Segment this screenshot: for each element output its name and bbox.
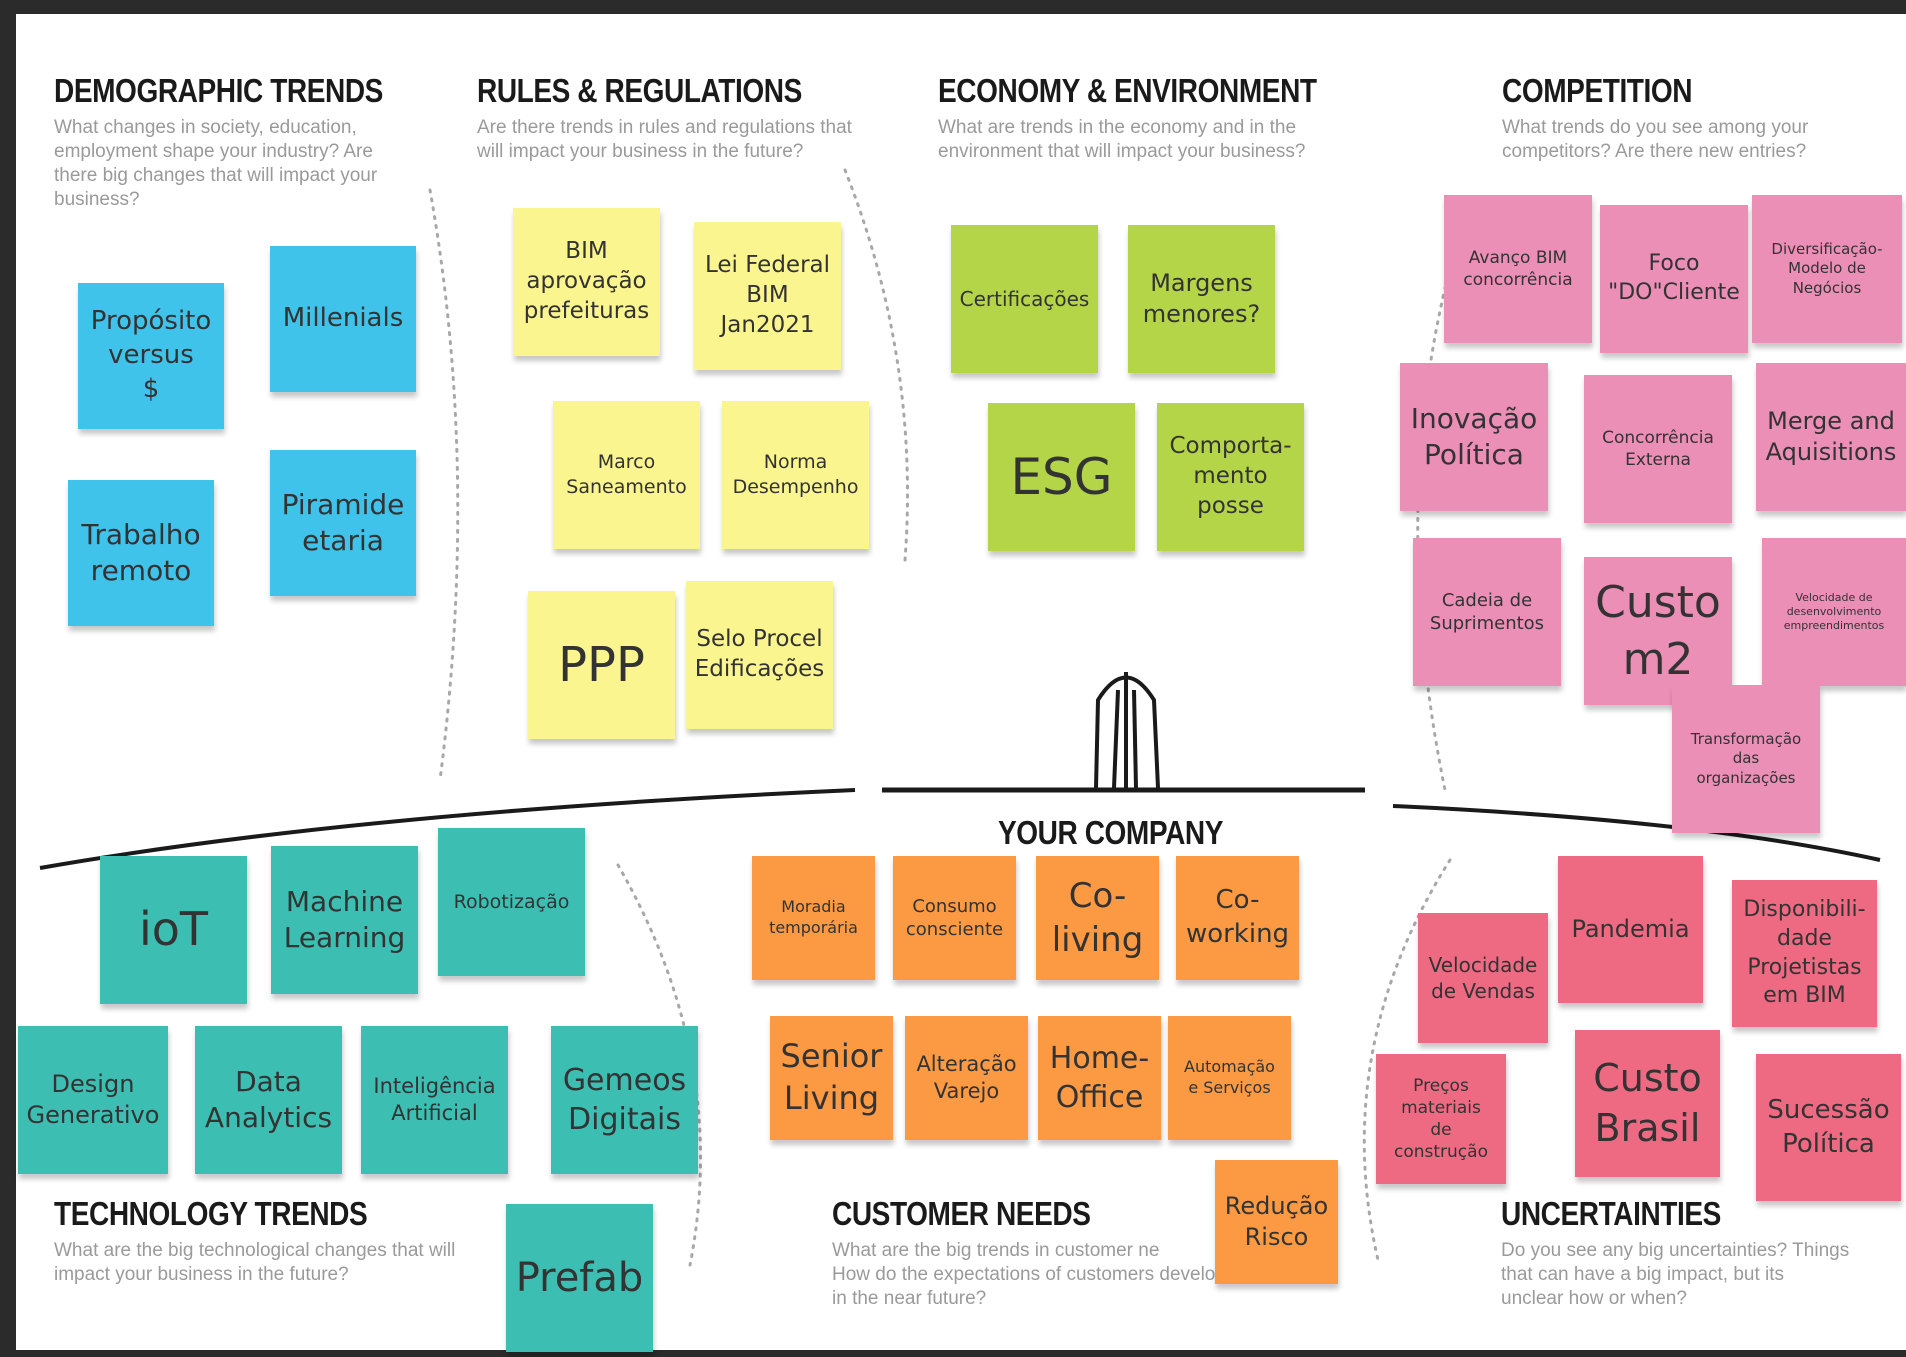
section-desc-economy: What are trends in the economy and in th… (938, 117, 1306, 162)
sticky-note[interactable]: Redução Risco (1215, 1160, 1338, 1284)
sticky-note[interactable]: Concorrência Externa (1584, 375, 1732, 523)
sticky-note[interactable]: Avanço BIM concorrência (1444, 195, 1592, 343)
sticky-note[interactable]: Gemeos Digitais (551, 1026, 698, 1174)
sticky-note[interactable]: Trabalho remoto (68, 480, 214, 626)
sticky-note[interactable]: Marco Saneamento (553, 401, 700, 549)
section-desc-customer: What are the big trends in customer ne H… (832, 1240, 1226, 1309)
sticky-note[interactable]: Home- Office (1038, 1016, 1161, 1140)
sticky-note[interactable]: Inovação Política (1400, 363, 1548, 511)
sticky-note[interactable]: Lei Federal BIM Jan2021 (694, 222, 841, 370)
frame-border-top (0, 0, 1906, 14)
horizon-line-right (1392, 804, 1881, 862)
section-desc-technology: What are the big technological changes t… (54, 1240, 456, 1285)
section-desc-rules: Are there trends in rules and regulation… (477, 117, 852, 162)
section-title-competition: COMPETITION (1502, 72, 1693, 109)
sticky-note[interactable]: Automação e Serviços (1168, 1016, 1291, 1140)
sticky-note[interactable]: Prefab (506, 1204, 653, 1352)
sticky-note[interactable]: Margens menores? (1128, 225, 1275, 373)
sticky-note[interactable]: PPP (528, 591, 675, 739)
sticky-note[interactable]: Cadeia de Suprimentos (1413, 538, 1561, 686)
sticky-note[interactable]: Diversificação- Modelo de Negócios (1752, 195, 1902, 343)
sticky-note[interactable]: Disponibili- dade Projetistas em BIM (1732, 880, 1877, 1027)
sticky-note[interactable]: Sucessão Política (1756, 1054, 1901, 1201)
sticky-note[interactable]: Co- working (1176, 856, 1299, 980)
sticky-note[interactable]: Preços materiais de construção (1376, 1054, 1506, 1184)
sticky-note[interactable]: Pandemia (1558, 856, 1703, 1003)
section-title-demographic: DEMOGRAPHIC TRENDS (54, 72, 383, 109)
sticky-note[interactable]: Design Generativo (18, 1026, 168, 1174)
sticky-note[interactable]: Machine Learning (271, 846, 418, 994)
sticky-note[interactable]: ioT (100, 856, 247, 1004)
sticky-note[interactable]: Velocidade de desenvolvimento empreendim… (1762, 538, 1906, 686)
section-title-company: YOUR COMPANY (998, 814, 1224, 851)
sticky-note[interactable]: Merge and Aquisitions (1756, 363, 1906, 511)
section-title-technology: TECHNOLOGY TRENDS (54, 1195, 368, 1232)
sticky-note[interactable]: Inteligência Artificial (361, 1026, 508, 1174)
sticky-note[interactable]: Transformação das organizações (1672, 685, 1820, 833)
section-desc-uncertainties: Do you see any big uncertainties? Things… (1501, 1240, 1850, 1309)
horizon-line-left (39, 788, 856, 870)
sticky-note[interactable]: Certificações (951, 225, 1098, 373)
sticky-note[interactable]: Custo Brasil (1575, 1030, 1720, 1177)
section-title-customer: CUSTOMER NEEDS (832, 1195, 1091, 1232)
sticky-note[interactable]: Comporta- mento posse (1157, 403, 1304, 551)
sticky-note[interactable]: Foco "DO"Cliente (1600, 205, 1748, 353)
sticky-note[interactable]: Moradia temporária (752, 856, 875, 980)
sticky-note[interactable]: Alteração Varejo (905, 1016, 1028, 1140)
section-title-economy: ECONOMY & ENVIRONMENT (938, 72, 1317, 109)
section-title-rules: RULES & REGULATIONS (477, 72, 802, 109)
company-tower-icon (1094, 672, 1160, 789)
sticky-note[interactable]: Senior Living (770, 1016, 893, 1140)
sticky-note[interactable]: Robotização (438, 828, 585, 976)
sticky-note[interactable]: BIM aprovação prefeituras (513, 208, 660, 356)
frame-border-left (0, 0, 16, 1357)
sticky-note[interactable]: Data Analytics (195, 1026, 342, 1174)
frame-border-bottom (0, 1350, 1906, 1357)
sticky-note[interactable]: Custo m2 (1584, 557, 1732, 705)
section-desc-demographic: What changes in society, education, empl… (54, 117, 378, 210)
section-title-uncertainties: UNCERTAINTIES (1501, 1195, 1721, 1232)
sticky-note[interactable]: Piramide etaria (270, 450, 416, 596)
section-desc-competition: What trends do you see among your compet… (1502, 117, 1809, 162)
sticky-note[interactable]: ESG (988, 403, 1135, 551)
sticky-note[interactable]: Velocidade de Vendas (1418, 913, 1548, 1043)
sticky-note[interactable]: Selo Procel Edificações (686, 581, 833, 729)
sticky-note[interactable]: Consumo consciente (893, 856, 1016, 980)
sticky-note[interactable]: Millenials (270, 246, 416, 392)
sticky-note[interactable]: Co- living (1036, 856, 1159, 980)
sticky-note[interactable]: Propósito versus $ (78, 283, 224, 429)
sticky-note[interactable]: Norma Desempenho (722, 401, 869, 549)
